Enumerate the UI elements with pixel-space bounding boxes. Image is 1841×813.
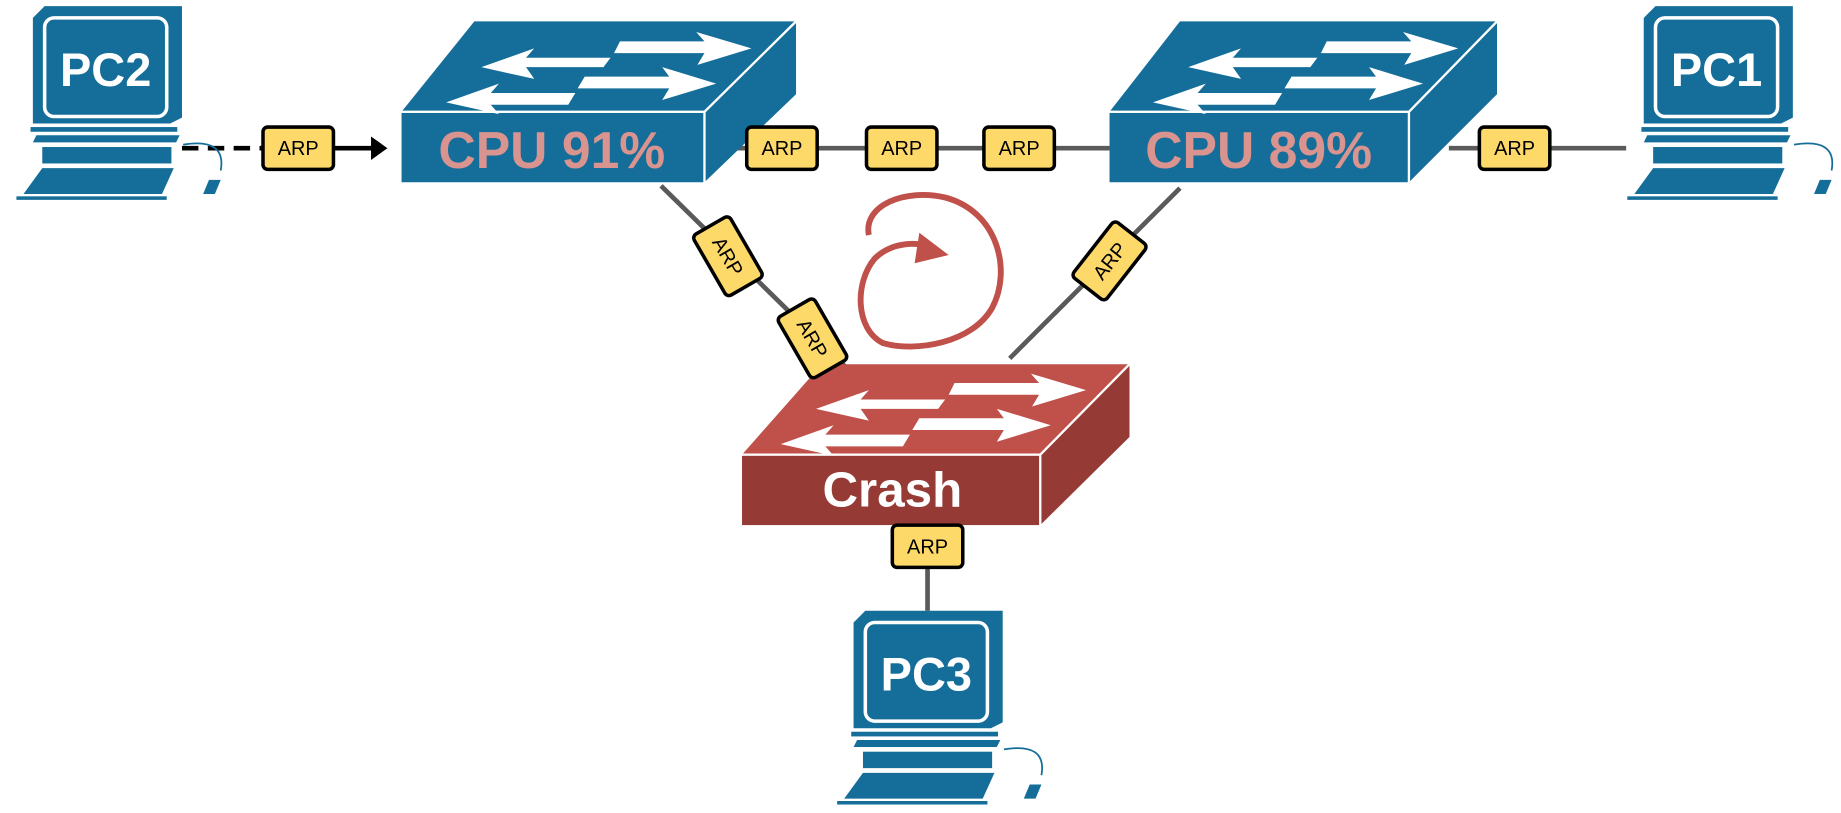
arp-label: ARP <box>1494 138 1535 160</box>
arp-packet: ARP <box>1477 125 1552 172</box>
loop-arrowhead-icon <box>914 232 949 264</box>
pc3[interactable]: PC3 <box>835 609 1044 807</box>
switch-left[interactable]: CPU 91% <box>401 20 797 183</box>
switch-right[interactable]: CPU 89% <box>1109 20 1498 183</box>
switch-crash[interactable]: Crash <box>742 363 1131 526</box>
arp-label: ARP <box>907 536 948 558</box>
pc2[interactable]: PC2 <box>14 4 224 202</box>
arp-packet: ARP <box>1071 220 1148 302</box>
arp-label: ARP <box>881 138 922 160</box>
switch-right-cpu-label: CPU 89% <box>1145 121 1372 179</box>
arp-packet: ARP <box>864 125 939 172</box>
arp-packet: ARP <box>261 125 336 172</box>
pc1-label: PC1 <box>1671 43 1762 96</box>
arp-packet: ARP <box>776 297 849 380</box>
switch-left-cpu-label: CPU 91% <box>438 121 665 179</box>
pc1[interactable]: PC1 <box>1625 4 1835 202</box>
arp-label: ARP <box>278 138 319 160</box>
switch-crash-label: Crash <box>822 462 962 517</box>
arp-label: ARP <box>999 138 1040 160</box>
arp-packet: ARP <box>982 125 1057 172</box>
pc3-label: PC3 <box>881 648 972 701</box>
pc2-label: PC2 <box>60 43 151 96</box>
arp-packet: ARP <box>691 215 764 298</box>
arp-label: ARP <box>761 138 802 160</box>
arp-packet: ARP <box>744 125 819 172</box>
loop-arrow-icon <box>857 192 1004 350</box>
arp-packet: ARP <box>890 523 965 570</box>
arrowhead-icon <box>371 136 388 160</box>
